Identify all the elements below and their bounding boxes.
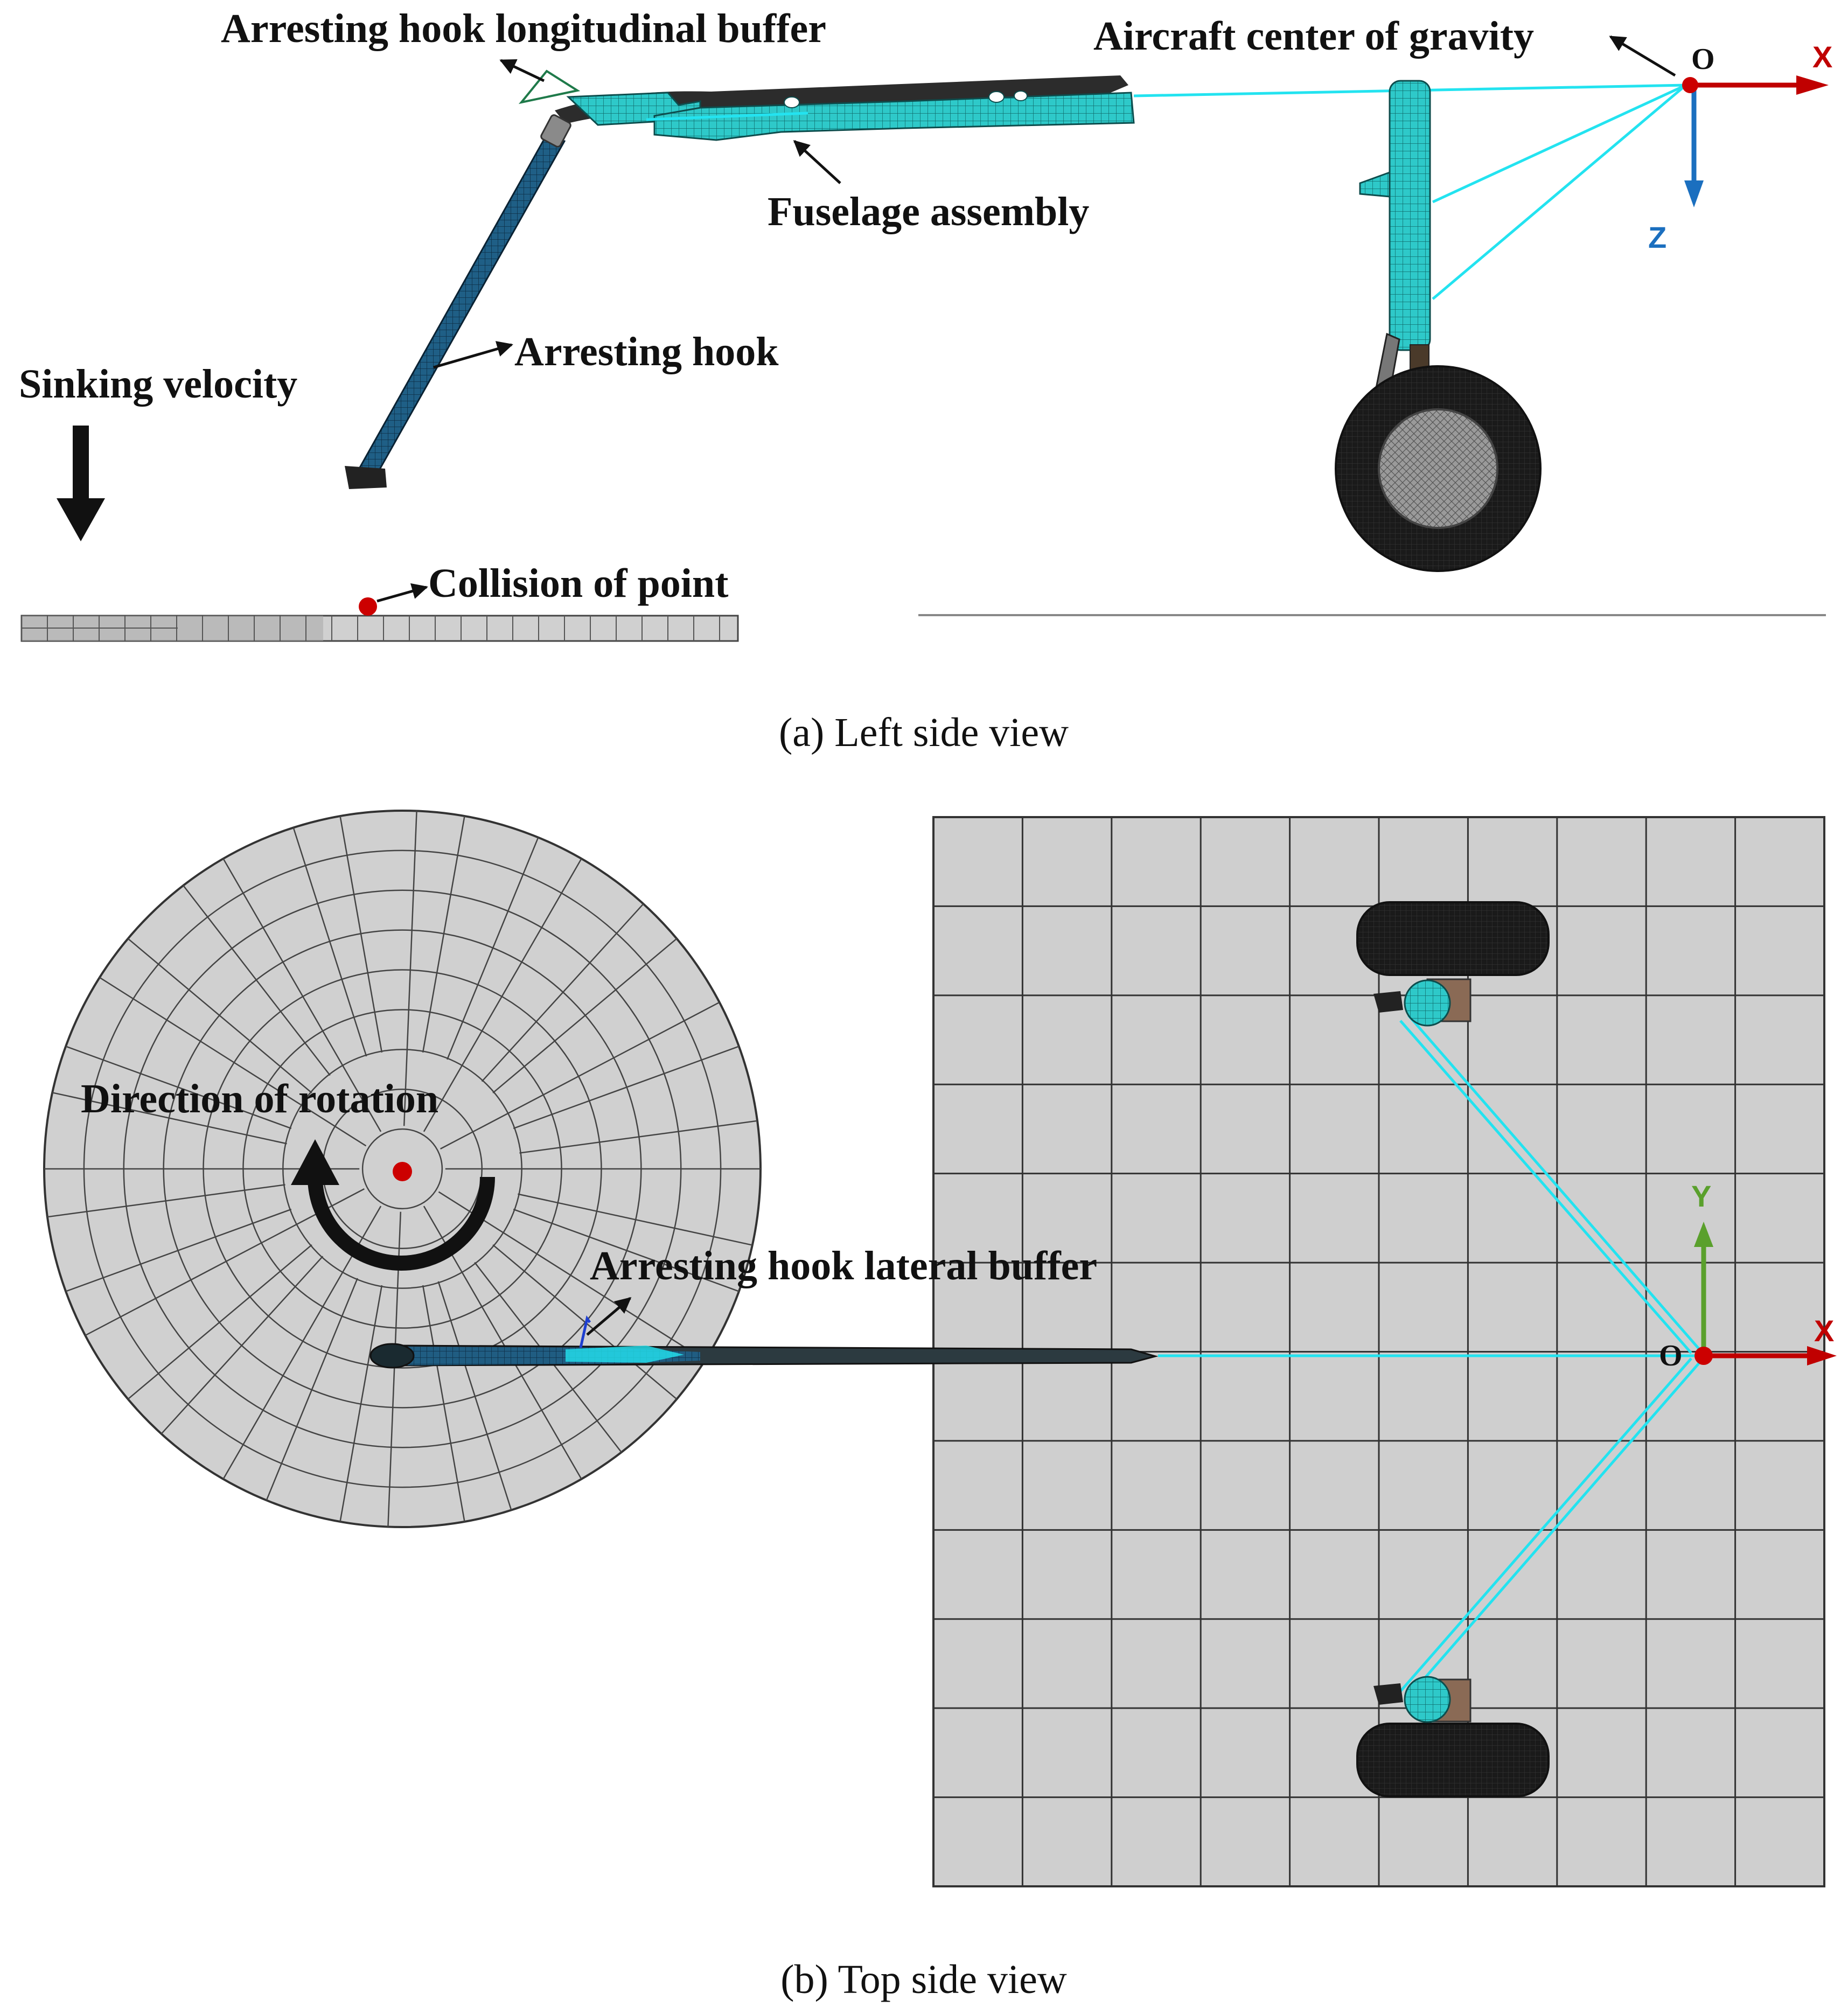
gear-wheel-hub (1378, 408, 1498, 529)
arresting-hook-shaft (358, 134, 566, 475)
mesh-line (52, 1092, 287, 1145)
lower-wheel-assembly (1356, 1676, 1550, 1797)
arresting-hook (345, 114, 571, 489)
hook-callout-arrow (433, 341, 513, 369)
label-longitudinal-buffer: Arresting hook longitudinal buffer (221, 6, 826, 51)
arresting-hook-top (369, 1315, 1159, 1369)
mesh-line (437, 1281, 512, 1510)
mesh-line (161, 1256, 324, 1434)
rotation-arrow (291, 1139, 495, 1271)
gear-strut-upper (1389, 80, 1431, 351)
caption-a: (a) Left side view (779, 710, 1069, 755)
mesh-line (492, 1244, 678, 1400)
ground-plate (20, 615, 739, 642)
mesh-line (222, 858, 382, 1132)
cg-origin-marker (1682, 77, 1698, 93)
mesh-line (65, 1208, 292, 1292)
mesh-line (447, 837, 539, 1060)
mesh-line (47, 1184, 285, 1218)
lateral-buffer-shape (579, 1315, 591, 1348)
mesh-ring (361, 1128, 443, 1210)
fuselage-mesh-lower (653, 92, 1135, 141)
cg-callout-arrow (1609, 35, 1676, 77)
fuselage-callout-arrow (793, 140, 841, 184)
collision-point-marker (359, 597, 377, 616)
panel-b-top-side-view: O X Y Direction of rotation Arresting ho… (43, 810, 1837, 2002)
mesh-line (183, 885, 331, 1076)
origin-label-b: O (1659, 1339, 1683, 1372)
upper-tire (1356, 901, 1550, 976)
mesh-line (266, 1278, 358, 1501)
mesh-line (292, 827, 367, 1057)
top-view-axes: O X Y (1659, 1179, 1837, 1372)
fuselage-dark-rail (555, 75, 1128, 124)
x-axis-label-a: X (1812, 40, 1832, 74)
longitudinal-buffer-shape (518, 69, 581, 104)
lower-axle-mesh (1404, 1676, 1451, 1723)
mesh-line (127, 1244, 312, 1400)
collision-callout-arrow (376, 583, 428, 603)
fuselage-hole-2 (988, 91, 1005, 103)
mesh-line (518, 1193, 753, 1246)
mesh-line (492, 938, 678, 1093)
fuselage-hole-3 (1014, 90, 1028, 101)
upper-axle-mesh (1404, 979, 1451, 1027)
mesh-line (65, 1046, 292, 1130)
mesh-line (519, 1120, 758, 1154)
mesh-line (481, 903, 644, 1082)
arresting-hook-tip (345, 466, 387, 489)
buffer-callout-arrow (499, 59, 545, 82)
label-lateral-buffer: Arresting hook lateral buffer (590, 1243, 1097, 1288)
x-axis-label-b: X (1814, 1314, 1834, 1348)
mesh-line (423, 858, 582, 1132)
mesh-line (339, 816, 383, 1053)
gear-side-arm (1359, 171, 1391, 198)
mesh-line (403, 811, 417, 1126)
y-axis-label-b: Y (1691, 1179, 1711, 1213)
hook-top-end (369, 1343, 415, 1369)
top-origin-marker (1694, 1347, 1713, 1365)
mesh-line (339, 1285, 383, 1522)
panel-a-left-side-view: O X Z Arresting hook longitudinal buffer… (19, 6, 1832, 755)
mesh-line (513, 1208, 740, 1292)
origin-label-a: O (1691, 43, 1715, 76)
caption-b: (b) Top side view (780, 1957, 1067, 2002)
upper-wheel-assembly (1356, 901, 1550, 1027)
mesh-line (422, 816, 465, 1053)
mesh-line (513, 1046, 740, 1130)
lateral-buffer-callout-arrow (586, 1297, 632, 1336)
fuselage-hole-1 (784, 96, 800, 108)
label-center-of-gravity: Aircraft center of gravity (1093, 13, 1534, 59)
mesh-line (440, 1001, 720, 1150)
z-axis-label-a: Z (1648, 220, 1666, 254)
label-fuselage-assembly: Fuselage assembly (768, 189, 1089, 234)
label-direction-of-rotation: Direction of rotation (81, 1076, 438, 1121)
label-sinking-velocity: Sinking velocity (19, 361, 297, 407)
lower-link (1373, 1683, 1403, 1705)
fuselage-assembly (555, 75, 1135, 141)
mesh-line (99, 977, 367, 1147)
upper-link (1373, 991, 1403, 1013)
top-cables (1158, 1014, 1700, 1698)
cg-axes: O X Z (1609, 35, 1832, 254)
hook-top-cyan-detail (566, 1346, 684, 1363)
lower-tire (1356, 1723, 1550, 1797)
arresting-hook-joint (540, 114, 571, 148)
mesh-line (127, 938, 312, 1093)
label-arresting-hook: Arresting hook (514, 329, 779, 374)
sinking-velocity-arrow (57, 426, 105, 541)
mesh-line (422, 1285, 465, 1522)
disc-center-marker (393, 1162, 412, 1181)
landing-gear (1335, 80, 1542, 572)
rotating-disc (43, 810, 762, 1528)
label-collision-point: Collision of point (428, 561, 728, 606)
